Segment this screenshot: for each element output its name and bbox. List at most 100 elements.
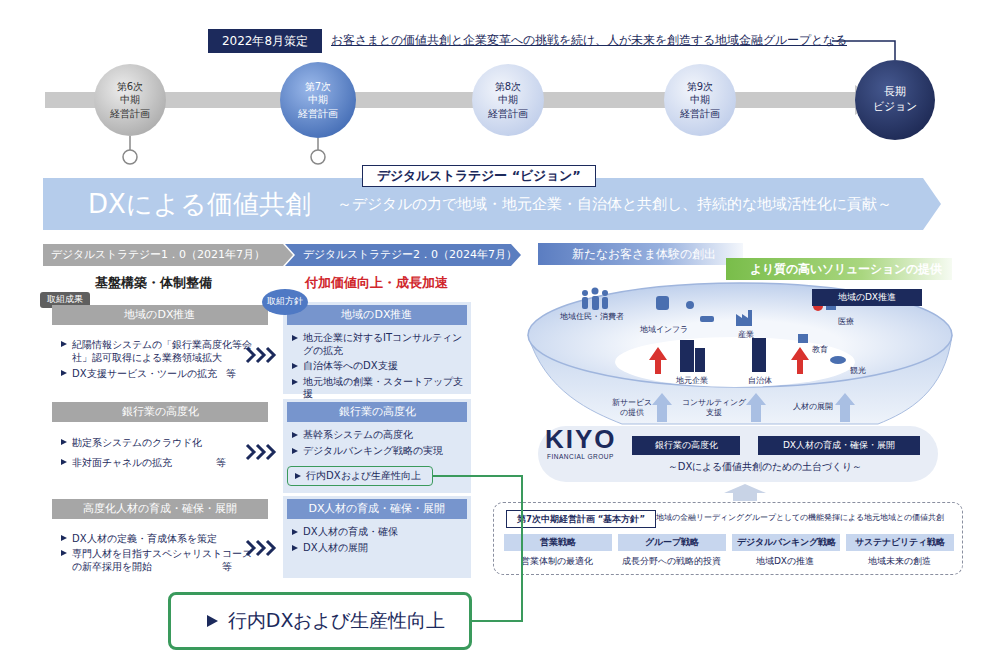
person-icon bbox=[592, 288, 599, 295]
strategy-box: サステナビリティ戦略 bbox=[846, 534, 954, 551]
stakeholder-label: 自治体 bbox=[748, 376, 780, 386]
strategy-note: 営業体制の最適化 bbox=[503, 556, 611, 568]
section-header: 銀行業の高度化 bbox=[287, 402, 467, 422]
gradient-band: より質の高いソリューションの提供 bbox=[726, 258, 952, 280]
factory-icon bbox=[736, 310, 752, 326]
dark-label-box: 地域のDX推進 bbox=[812, 289, 922, 306]
leader-dot bbox=[311, 150, 325, 164]
dark-label-box: DX人材の育成・確保・展開 bbox=[758, 436, 920, 455]
strategy-note: 成長分野への戦略的投資 bbox=[617, 556, 725, 568]
node-text: 高度化人材の育成・確保・展開 bbox=[83, 502, 237, 516]
node-text: 第8次 中期 経営計画 bbox=[485, 80, 531, 121]
section-header: 高度化人材の育成・確保・展開 bbox=[52, 499, 268, 519]
strategy-note: 地域DXの推進 bbox=[731, 556, 839, 568]
node-text: 地元地域の創業・スタートアップ支援 bbox=[291, 376, 465, 401]
up-arrow bbox=[835, 393, 855, 422]
section-header: 地域のDX推進 bbox=[287, 305, 467, 325]
node-text: 地元企業に対するITコンサルティングの拡充 bbox=[291, 332, 465, 357]
node-text: 地域のDX推進 bbox=[341, 308, 412, 322]
plan-circle: 第6次 中期 経営計画 bbox=[94, 64, 166, 136]
vision-statement: お客さまとの価値共創と企業変革への挑戦を続け、人が未来を創造する地域金融グループ… bbox=[331, 33, 851, 49]
chevron bbox=[247, 348, 254, 362]
policy-panel: DX人材の育成・確保DX人材の展開DX人材の育成・確保・展開 bbox=[283, 496, 471, 578]
icon-group bbox=[582, 288, 846, 365]
foundation-caption: ～DXによる価値共創のための土台づくり～ bbox=[640, 460, 890, 473]
node-text: 2022年8月策定 bbox=[222, 34, 308, 49]
node-text: デジタルストラテジー2．0（2024年7月） bbox=[303, 248, 517, 262]
policy-tag: 取組方針 bbox=[262, 289, 308, 315]
node-text: 長期 ビジョン bbox=[870, 85, 920, 115]
node-text: 取組成果 bbox=[47, 294, 83, 305]
bullet-text: 非対面チャネルの拡充 bbox=[60, 456, 232, 469]
policy-panel: 地元企業に対するITコンサルティングの拡充自治体等へのDX支援地元地域の創業・ス… bbox=[283, 302, 471, 394]
building-icon bbox=[695, 348, 705, 372]
node-text: DX人材の育成・確保・展開 bbox=[308, 502, 445, 516]
person-icon bbox=[582, 297, 588, 309]
dark-label-box: 銀行業の高度化 bbox=[632, 436, 740, 455]
node-text: 地域のDX推進 bbox=[838, 292, 896, 303]
chevron bbox=[267, 541, 274, 555]
logo-text: KIYO bbox=[545, 426, 637, 452]
person-icon bbox=[582, 290, 588, 296]
highlight-box: 行内DXおよび生産性向上 bbox=[287, 466, 433, 486]
stakeholder-label: 医療 bbox=[838, 317, 862, 327]
bowl-rim bbox=[528, 283, 952, 387]
node-text: 行内DXおよび生産性向上 bbox=[294, 470, 421, 483]
train-icon bbox=[656, 296, 669, 310]
node-text: 行内DXおよび生産性向上 bbox=[205, 609, 445, 633]
person-icon bbox=[602, 290, 608, 296]
node-text: ～デジタルの力で地域・地元企業・自治体と共創し、持続的な地域活性化に貢献～ bbox=[337, 195, 892, 214]
plan-circle: 第9次 中期 経営計画 bbox=[664, 64, 736, 136]
node-text: デジタルストラテジー1．0（2021年7月） bbox=[51, 248, 265, 262]
strategy-box: グループ戦略 bbox=[618, 534, 726, 551]
node-text: より質の高いソリューションの提供 bbox=[750, 262, 942, 277]
up-arrow bbox=[746, 393, 766, 422]
chevron bbox=[267, 348, 274, 362]
support-label: 人材の展開 bbox=[788, 402, 838, 412]
strategy-note: 地域未来の創造 bbox=[845, 556, 953, 568]
plan-circle: 第8次 中期 経営計画 bbox=[472, 64, 544, 136]
section-title: 基盤構築・体制整備 bbox=[95, 275, 265, 292]
band-fill bbox=[43, 244, 293, 266]
red-up-arrow bbox=[649, 347, 667, 374]
education-icon bbox=[798, 334, 808, 343]
chevron bbox=[257, 348, 264, 362]
node-text: グループ戦略 bbox=[645, 537, 699, 548]
node-text: 第7次 中期 経営計画 bbox=[295, 80, 341, 121]
stakeholder-label: 産業 bbox=[738, 330, 762, 340]
plan-circle: 第7次 中期 経営計画 bbox=[280, 62, 356, 138]
leader-dot bbox=[123, 150, 137, 164]
etc-note: 等 bbox=[216, 456, 236, 469]
strategy-box: 営業戦略 bbox=[504, 534, 612, 551]
car-icon bbox=[700, 316, 714, 322]
building-icon bbox=[752, 338, 766, 372]
node-text: デジタルバンキング戦略の実現 bbox=[291, 445, 465, 458]
node-text: 第9次 中期 経営計画 bbox=[677, 80, 723, 121]
chevron bbox=[257, 541, 264, 555]
section-title: 付加価値向上・成長加速 bbox=[305, 275, 505, 292]
up-arrow bbox=[652, 393, 672, 422]
band-fill bbox=[285, 244, 521, 266]
tourism-icon bbox=[830, 356, 846, 364]
building-icon bbox=[680, 340, 694, 372]
node-text: 自治体等へのDX支援 bbox=[291, 360, 465, 373]
node-text: 取組方針 bbox=[267, 296, 303, 307]
node-text: デジタルストラテジー “ビジョン” bbox=[377, 168, 581, 184]
bullet-text: DX人材の定義・育成体系を策定 bbox=[60, 532, 258, 545]
stakeholder-label: 地域住民・消費者 bbox=[560, 312, 632, 322]
node-text: 第7次中期経営計画 “基本方針” bbox=[517, 514, 645, 525]
chevron bbox=[257, 445, 264, 459]
policy-panel: 基幹系システムの高度化デジタルバンキング戦略の実現銀行業の高度化行内DXおよび生… bbox=[283, 399, 471, 493]
foundation-plate bbox=[538, 426, 938, 482]
bulb-icon bbox=[686, 301, 694, 309]
leader-line bbox=[317, 138, 319, 150]
vision-circle: 長期 ビジョン bbox=[855, 60, 935, 140]
node-text: 地域の金融リーディンググループとしての機能発揮による地元地域との価値共創 bbox=[656, 513, 958, 523]
logo-subtext: FINANCIAL GROUP bbox=[547, 453, 639, 461]
result-tag: 取組成果 bbox=[40, 292, 90, 308]
etc-note: 等 bbox=[222, 560, 242, 573]
support-label: コンサルティング支援 bbox=[680, 398, 748, 419]
support-label: 新サービスの提供 bbox=[610, 398, 654, 419]
policy-title-box: 第7次中期経営計画 “基本方針” bbox=[506, 510, 656, 528]
